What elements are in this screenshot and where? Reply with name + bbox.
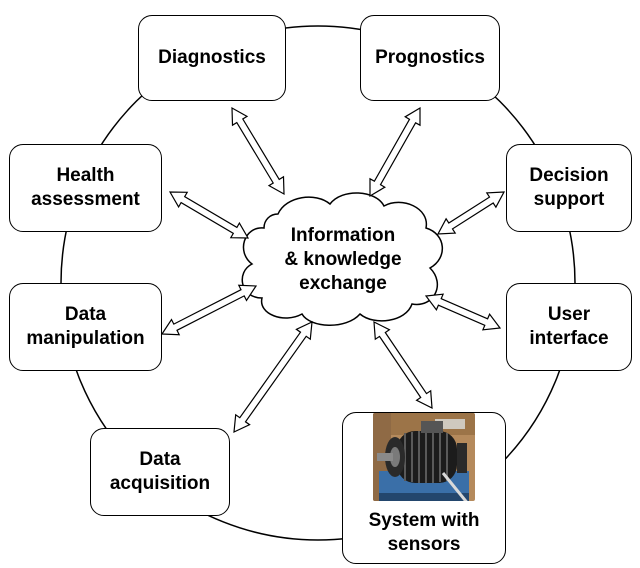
node-label: interface: [529, 328, 609, 349]
arrow-user-interface: [424, 293, 502, 331]
node-label: support: [533, 189, 605, 210]
node-data-acquisition: Data acquisition: [90, 428, 230, 516]
arrow-diagnostics: [231, 106, 285, 196]
motor-illustration: [373, 413, 475, 501]
arrow-data-manipulation: [160, 284, 258, 336]
center-label-line: & knowledge: [284, 249, 402, 270]
arrow-health-assessment: [168, 191, 250, 239]
node-label: Health: [56, 165, 115, 186]
arrows-group: [160, 106, 506, 433]
node-system-with-sensors: System with sensors: [342, 412, 506, 564]
node-diagnostics: Diagnostics: [138, 15, 286, 101]
node-label: acquisition: [109, 473, 211, 494]
arrow-decision-support: [436, 191, 506, 235]
arrow-data-acquisition: [233, 321, 313, 433]
arrow-system-with-sensors: [373, 320, 433, 410]
node-label: Data: [139, 449, 181, 470]
center-label-line: Information: [290, 225, 396, 246]
node-label: Prognostics: [375, 47, 485, 68]
center-cloud: [241, 192, 444, 326]
node-label: assessment: [31, 189, 140, 210]
node-label: sensors: [387, 534, 461, 555]
node-label: Diagnostics: [158, 47, 266, 68]
center-label: Information & knowledge exchange: [258, 218, 428, 302]
node-label: System with: [368, 510, 480, 531]
node-user-interface: User interface: [506, 283, 632, 371]
node-label: User: [547, 304, 591, 325]
node-prognostics: Prognostics: [360, 15, 500, 101]
center-label-line: exchange: [299, 273, 387, 294]
motor-photo: [373, 413, 475, 501]
node-data-manipulation: Data manipulation: [9, 283, 162, 371]
arrow-prognostics: [369, 106, 421, 198]
node-decision-support: Decision support: [506, 144, 632, 232]
node-label: manipulation: [26, 328, 145, 349]
node-label: Decision: [529, 165, 609, 186]
node-label: Data: [64, 304, 107, 325]
node-health-assessment: Health assessment: [9, 144, 162, 232]
